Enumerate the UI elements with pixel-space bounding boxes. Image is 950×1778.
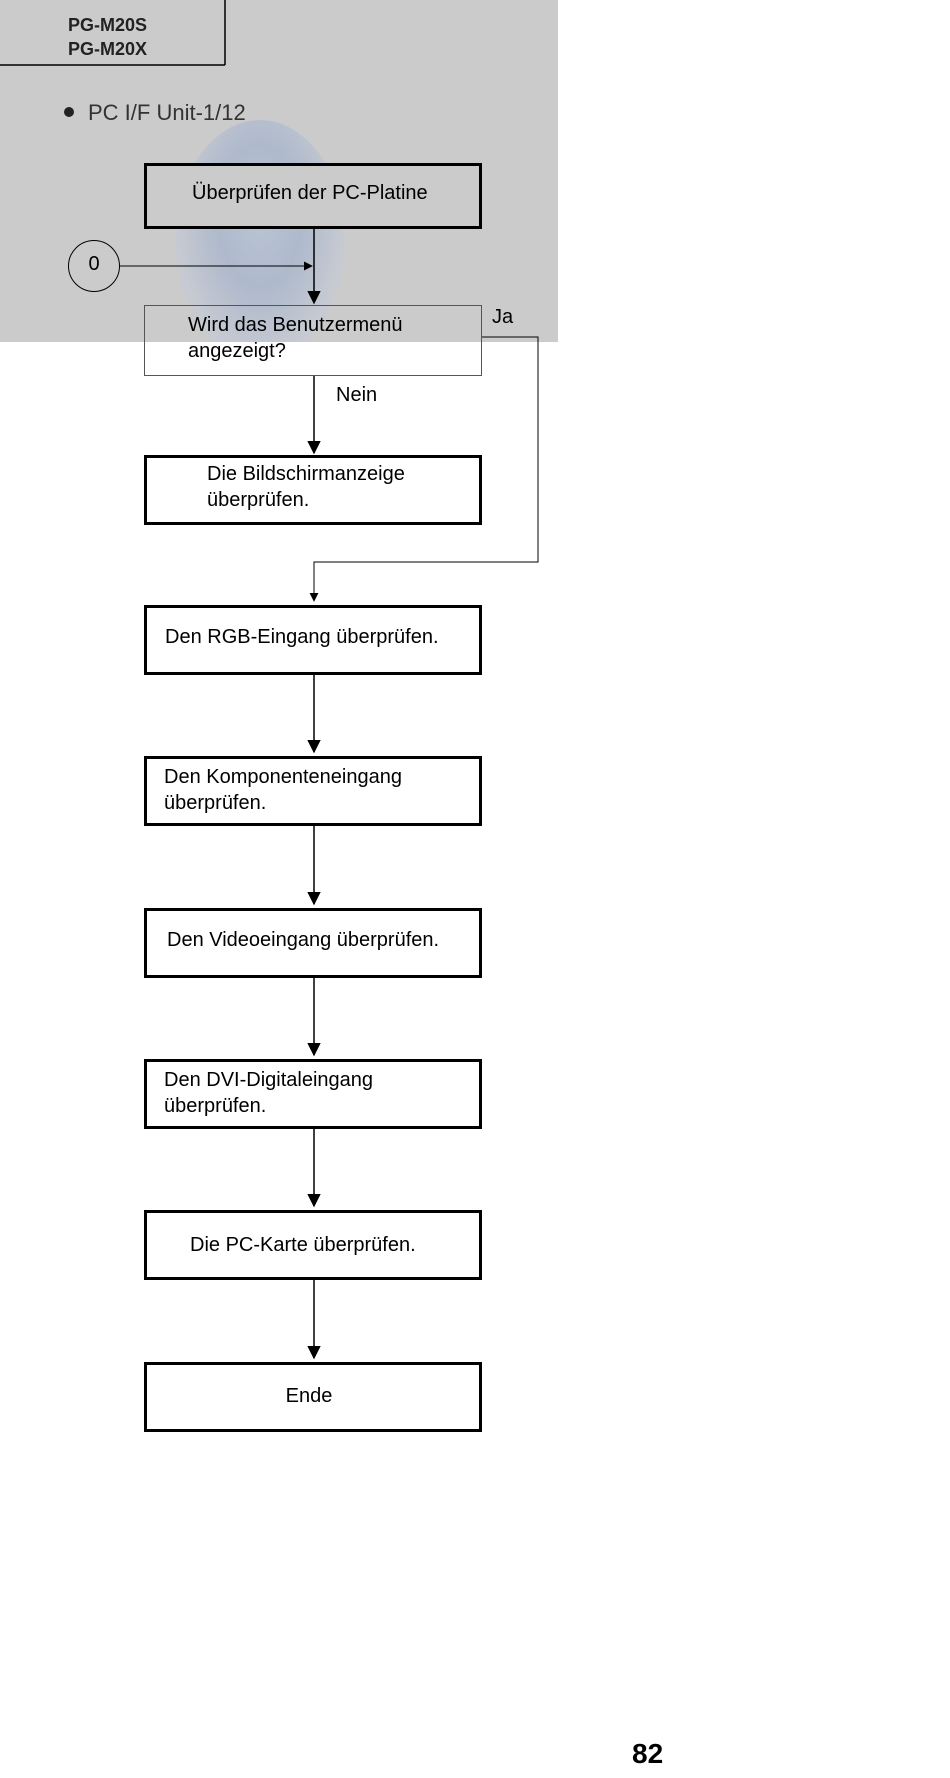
page-number: 82 (632, 1738, 664, 1769)
step-box-6 (144, 1210, 482, 1280)
step-box-4 (144, 908, 482, 978)
step-box-2 (144, 605, 482, 675)
step-box-5 (144, 1059, 482, 1129)
no-label: Nein (336, 384, 378, 406)
step-6-line-1: Die PC-Karte überprüfen. (190, 1234, 416, 1256)
step-1-line-1: Die Bildschirmanzeige (207, 463, 405, 485)
yes-label: Ja (492, 306, 514, 328)
step-5-line-2: überprüfen. (164, 1095, 267, 1117)
step-2-line-1: Den RGB-Eingang überprüfen. (165, 626, 439, 648)
step-box-3 (144, 756, 482, 826)
arrow-decision-yes (309, 336, 539, 602)
step-3-line-1: Den Komponenteneingang (164, 766, 402, 788)
decision-line-2: angezeigt? (188, 340, 286, 362)
step-4-line-1: Den Videoeingang überprüfen. (167, 929, 440, 951)
start-box-label: Überprüfen der PC-Platine (192, 182, 428, 204)
bullet-icon (64, 107, 74, 117)
step-5-line-1: Den DVI-Digitaleingang (164, 1069, 374, 1091)
step-1-line-2: überprüfen. (207, 489, 310, 511)
unit-title: PC I/F Unit-1/12 (88, 100, 246, 125)
step-box-1 (144, 455, 482, 525)
end-box (144, 1362, 482, 1432)
start-box (144, 163, 482, 229)
model-name-1: PG-M20S (68, 15, 148, 35)
end-box-label: Ende (285, 1385, 333, 1407)
model-name-2: PG-M20X (68, 39, 148, 59)
step-3-line-2: überprüfen. (164, 792, 267, 814)
decision-line-1: Wird das Benutzermenü (188, 314, 403, 336)
decision-box (144, 305, 482, 376)
connector-circle (68, 240, 120, 292)
connector-label: 0 (88, 253, 100, 275)
